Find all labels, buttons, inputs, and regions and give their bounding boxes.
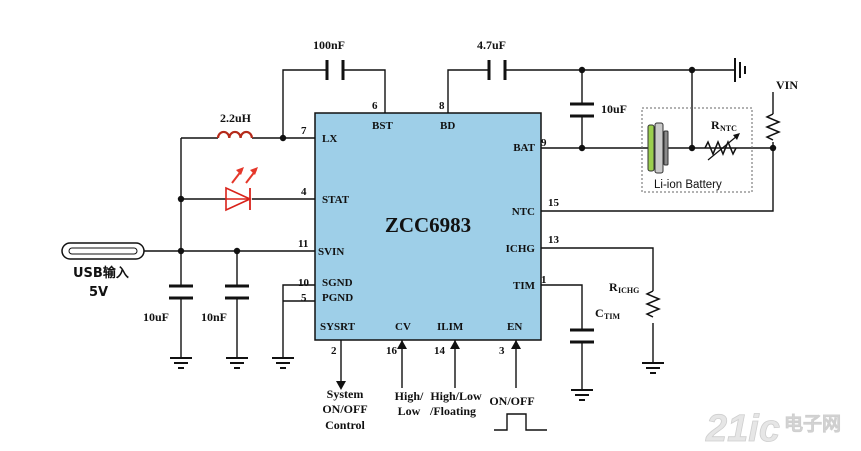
ilim-label-2: /Floating <box>429 404 476 418</box>
junction-dot <box>688 144 696 152</box>
pin-ichg-name: ICHG <box>506 243 536 255</box>
svg-text:21ic: 21ic <box>705 408 780 450</box>
chip-body <box>314 112 542 341</box>
junction-dot <box>578 66 586 74</box>
bst-capacitor <box>325 60 345 80</box>
pin-ntc-num: 15 <box>548 197 560 209</box>
pin-bat-name: BAT <box>513 142 535 154</box>
system-label-1: System <box>327 387 364 401</box>
en-pulse-icon <box>494 413 547 431</box>
status-led <box>225 167 258 212</box>
bd-capacitor <box>487 60 507 80</box>
cv-label-1: High/ <box>395 389 424 403</box>
ichg-label-sub: ICHG <box>618 286 639 295</box>
ilim-label-1: High/Low <box>430 389 482 403</box>
junction-dot <box>233 247 241 255</box>
pin-en-num: 3 <box>499 345 505 357</box>
tim-cap-label-sub: TIM <box>604 312 620 321</box>
ground-symbol <box>272 357 294 369</box>
cv-arrow-icon <box>397 340 407 349</box>
junction-dot <box>769 144 777 152</box>
system-label-2: ON/OFF <box>322 402 367 416</box>
ntc-resistor <box>704 133 740 161</box>
ground-symbol <box>571 389 593 401</box>
battery-label: Li-ion Battery <box>654 179 722 191</box>
bst-cap-label: 100nF <box>313 38 345 52</box>
junction-dot <box>688 66 696 74</box>
pin-bst-num: 6 <box>372 100 378 112</box>
svg-text:电子网: 电子网 <box>784 412 841 435</box>
usb-label: USB输入 <box>73 265 129 281</box>
en-arrow-icon <box>511 340 521 349</box>
pin-cv-name: CV <box>395 321 411 333</box>
bat-cap-label: 10uF <box>601 102 627 116</box>
pin-sgnd-name: SGND <box>322 277 353 289</box>
ilim-arrow-icon <box>450 340 460 349</box>
pin-tim-name: TIM <box>513 280 536 292</box>
pin-bat-num: 9 <box>541 137 547 149</box>
cv-label-2: Low <box>398 404 421 418</box>
junction-dot <box>578 144 586 152</box>
ntc-label-main: R <box>711 118 720 132</box>
pin-lx-name: LX <box>322 133 337 145</box>
pin-svin-name: SVIN <box>318 246 344 258</box>
pin-tim-num: 1 <box>541 274 547 286</box>
pin-stat-num: 4 <box>301 186 307 198</box>
pin-en-name: EN <box>507 321 522 333</box>
ground-symbol <box>226 357 248 369</box>
pin-svin-num: 11 <box>298 238 308 250</box>
tim-cap-label-main: C <box>595 306 604 320</box>
pin-sgnd-num: 10 <box>298 277 310 289</box>
bat-capacitor <box>570 102 594 118</box>
input-cap-10nf-label: 10nF <box>201 310 227 324</box>
ground-symbol <box>642 362 664 374</box>
pin-bst-name: BST <box>372 120 393 132</box>
junction-dot <box>177 247 185 255</box>
battery-icon <box>647 122 669 174</box>
vin-label: VIN <box>776 78 798 92</box>
vin-resistor <box>765 113 781 141</box>
usb-voltage-label: 5V <box>89 285 108 300</box>
pin-pgnd-name: PGND <box>322 292 353 304</box>
ground-symbol <box>170 357 192 369</box>
watermark-logo: 21ic 电子网 <box>705 408 842 451</box>
ground-symbol-top <box>734 58 746 82</box>
system-label-3: Control <box>325 418 365 432</box>
pin-ilim-num: 14 <box>434 345 446 357</box>
pin-ntc-name: NTC <box>512 206 535 218</box>
en-label: ON/OFF <box>489 394 534 408</box>
pin-lx-num: 7 <box>301 125 307 137</box>
battery-box <box>641 107 753 193</box>
pin-pgnd-num: 5 <box>301 292 307 304</box>
pin-bd-name: BD <box>440 120 455 132</box>
junction-dot <box>279 134 287 142</box>
input-cap-10uf-label: 10uF <box>143 310 169 324</box>
pin-stat-name: STAT <box>322 194 350 206</box>
inductor <box>216 130 253 139</box>
pin-sysrt-num: 2 <box>331 345 337 357</box>
input-capacitor-10nf <box>225 284 249 300</box>
ntc-label-sub: NTC <box>720 124 737 133</box>
pin-bd-num: 8 <box>439 100 445 112</box>
ichg-resistor <box>645 290 661 318</box>
ichg-label-main: R <box>609 280 618 294</box>
sysrt-arrow-icon <box>336 381 346 390</box>
bd-cap-label: 4.7uF <box>477 38 506 52</box>
usb-connector-icon <box>61 242 145 260</box>
pin-cv-num: 16 <box>386 345 398 357</box>
junction-dot <box>177 195 185 203</box>
input-capacitor-10uf <box>169 284 193 300</box>
inductor-label: 2.2uH <box>220 111 252 125</box>
pin-ilim-name: ILIM <box>437 321 464 333</box>
chip-name: ZCC6983 <box>385 213 471 237</box>
pin-sysrt-name: SYSRT <box>320 321 356 333</box>
tim-capacitor <box>570 328 594 344</box>
pin-ichg-num: 13 <box>548 234 560 246</box>
